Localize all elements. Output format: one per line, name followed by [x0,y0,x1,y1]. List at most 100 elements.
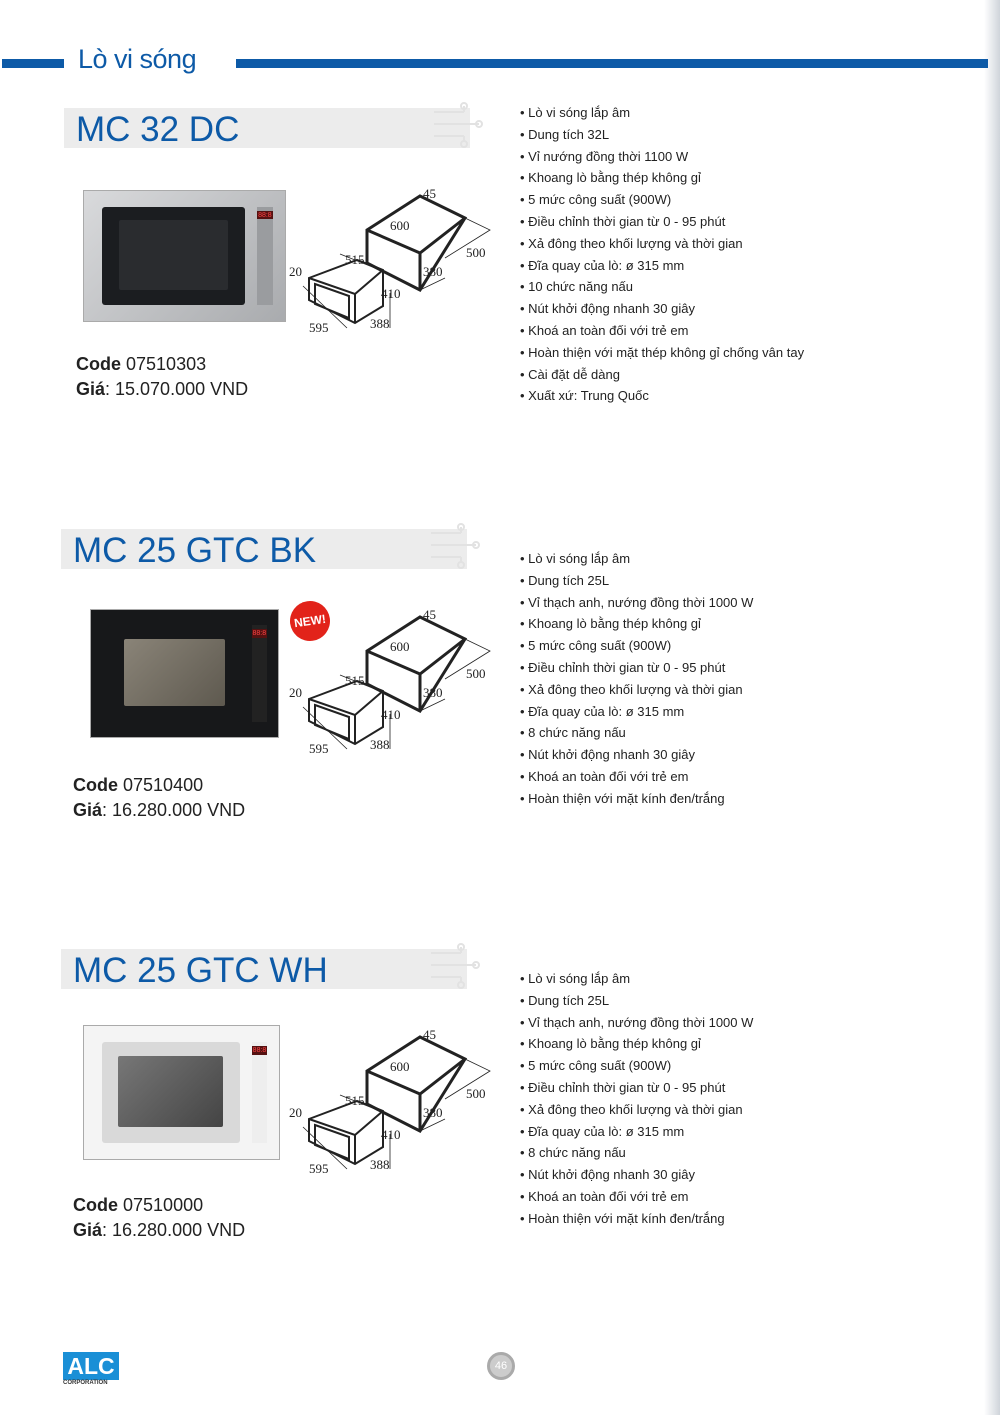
dimension-diagram: 45 600 500 515 20 380 410 595 388 [285,178,505,348]
dimension-drawing [302,615,491,750]
dimension-label: 380 [423,1105,443,1120]
feature-item: • Khoá an toàn đối với trẻ em [520,768,689,784]
dimension-label: 410 [381,1127,401,1142]
feature-item: • Xả đông theo khối lượng và thời gian [520,235,743,251]
feature-item: • Khoang lò bằng thép không gỉ [520,1036,701,1052]
dimension-label: 45 [423,607,436,622]
dimension-label: 500 [466,245,486,260]
dimension-label: 388 [370,316,390,331]
feature-item: • 8 chức năng nấu [520,1145,626,1161]
feature-item: • Hoàn thiện với mặt kính đen/trắng [520,1210,725,1226]
feature-item: • Khoang lò bằng thép không gỉ [520,616,701,632]
dimension-label: 500 [466,666,486,681]
product-price: Giá: 15.070.000 VND [76,379,249,399]
product-code: Code 07510303 [76,354,207,374]
feature-item: • Lò vi sóng lắp âm [520,105,631,120]
alc-logo-subtitle: CORPORATION [63,1380,108,1386]
page-number: 46 [487,1352,515,1380]
dimension-label: 600 [390,218,410,233]
feature-list: • Lò vi sóng lắp âm • Dung tích 25L • Vỉ t… [520,551,753,813]
product-code: Code 07510400 [73,775,204,795]
feature-item: • Đĩa quay của lò: ø 315 mm [520,1123,685,1139]
dimension-label: 515 [345,252,365,267]
feature-item: • 10 chức năng nấu [520,279,634,295]
feature-item: • Xuất xứ: Trung Quốc [520,388,649,404]
feature-item: • Khoá an toàn đối với trẻ em [520,322,689,338]
feature-item: • Lò vi sóng lắp âm [520,971,631,986]
feature-item: • 5 mức công suất (900W) [520,192,672,208]
feature-item: • Nút khởi động nhanh 30 giây [520,1167,695,1183]
circuit-decoration-icon [431,523,480,569]
product-title-bar: MC 25 GTC BK [61,523,480,570]
dimension-label: 500 [466,1086,486,1101]
feature-item: • Cài đặt dễ dàng [520,366,620,382]
feature-item: • Hoàn thiện với mặt thép không gỉ chống… [520,344,805,360]
header-rule-right [236,59,988,68]
product-price: Giá: 16.280.000 VND [73,800,246,820]
feature-item: • Điều chỉnh thời gian từ 0 - 95 phút [520,1079,726,1095]
header-rule-left [2,59,64,68]
dimension-label: 388 [370,737,390,752]
feature-item: • Điều chỉnh thời gian từ 0 - 95 phút [520,659,726,675]
feature-item: • 5 mức công suất (900W) [520,1058,672,1074]
feature-item: • Khoang lò bằng thép không gỉ [520,170,701,186]
feature-item: • Dung tích 32L [520,126,610,142]
feature-item: • Xả đông theo khối lượng và thời gian [520,681,743,697]
product-code: Code 07510000 [73,1195,204,1215]
feature-item: • Xả đông theo khối lượng và thời gian [520,1101,743,1117]
dimension-label: 515 [345,673,365,688]
feature-item: • Đĩa quay của lò: ø 315 mm [520,703,685,719]
microwave-photo: 88:8 [83,1025,280,1160]
feature-item: • Vỉ nướng đồng thời 1100 W [520,148,689,164]
circuit-decoration-icon [431,943,480,989]
feature-item: • Nút khởi động nhanh 30 giây [520,301,695,317]
feature-list: • Lò vi sóng lắp âm • Dung tích 32L • Vỉ n… [520,105,804,410]
feature-item: • Đĩa quay của lò: ø 315 mm [520,257,685,273]
dimension-label: 20 [289,685,302,700]
feature-item: • Điều chỉnh thời gian từ 0 - 95 phút [520,213,726,229]
product-name: MC 25 GTC WH [73,951,328,990]
feature-item: • 8 chức năng nấu [520,725,626,741]
circuit-decoration-icon [434,102,483,148]
dimension-label: 20 [289,1105,302,1120]
section-title: Lò vi sóng [78,44,197,74]
dimension-label: 388 [370,1157,390,1172]
dimension-label: 595 [309,1161,329,1176]
feature-list: • Lò vi sóng lắp âm • Dung tích 25L • Vỉ t… [520,971,753,1233]
dimension-label: 515 [345,1093,365,1108]
product-title-bar: MC 32 DC [64,102,483,149]
feature-item: • Hoàn thiện với mặt kính đen/trắng [520,790,725,806]
feature-item: • Lò vi sóng lắp âm [520,551,631,566]
feature-item: • Dung tích 25L [520,992,610,1008]
feature-item: • 5 mức công suất (900W) [520,638,672,654]
feature-item: • Vỉ thạch anh, nướng đồng thời 1000 W [520,594,754,610]
dimension-label: 380 [423,685,443,700]
dimension-label: 600 [390,1059,410,1074]
feature-item: • Dung tích 25L [520,572,610,588]
alc-logo: ALC [63,1352,119,1380]
dimension-drawing [302,194,491,329]
feature-item: • Nút khởi động nhanh 30 giây [520,747,695,763]
dimension-label: 410 [381,286,401,301]
dimension-label: 595 [309,320,329,335]
product-title-bar: MC 25 GTC WH [61,943,480,990]
dimension-label: 600 [390,639,410,654]
microwave-photo: 88:8 [83,190,286,322]
dimension-label: 380 [423,264,443,279]
product-name: MC 25 GTC BK [73,531,317,570]
feature-item: • Khoá an toàn đối với trẻ em [520,1188,689,1204]
page-edge-shadow [984,0,1000,1415]
dimension-label: 595 [309,741,329,756]
product-price: Giá: 16.280.000 VND [73,1220,246,1240]
feature-item: • Vỉ thạch anh, nướng đồng thời 1000 W [520,1014,754,1030]
microwave-photo: 88:8 [90,609,279,738]
dimension-label: 45 [423,186,436,201]
dimension-drawing [302,1035,491,1170]
dimension-label: 20 [289,264,302,279]
